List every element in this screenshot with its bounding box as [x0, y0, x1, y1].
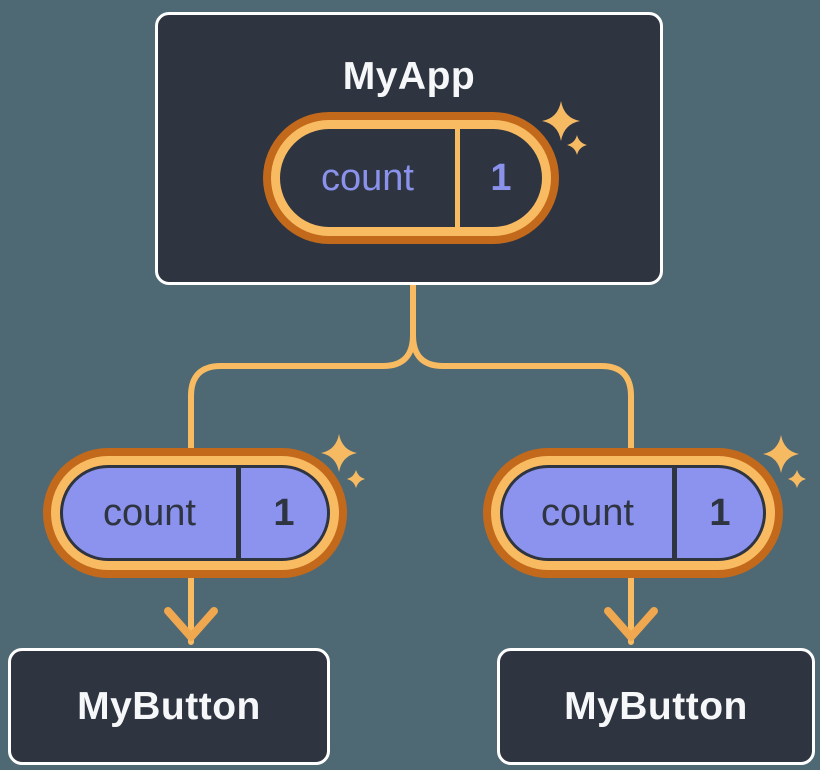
- sparkle-small-top-icon: [567, 135, 587, 155]
- prop-pill-left: count 1: [43, 448, 347, 578]
- prop-pill-left-core: count 1: [60, 465, 330, 561]
- state-value: 1: [490, 156, 512, 199]
- arrowhead-right-icon: [604, 607, 658, 641]
- connector-branch-left: [188, 332, 416, 645]
- prop-value-right: 1: [709, 491, 731, 534]
- component-box-mybutton-left: MyButton: [8, 648, 330, 765]
- component-title-myapp: MyApp: [342, 55, 476, 98]
- prop-pill-right-ring: count 1: [491, 456, 775, 570]
- prop-value-left: 1: [273, 491, 295, 534]
- prop-label-right: count: [541, 491, 634, 534]
- sparkle-large-left-icon: [321, 434, 357, 472]
- state-pill-ring: count 1: [271, 120, 551, 236]
- sparkle-large-right-icon: [763, 435, 799, 473]
- component-box-mybutton-right: MyButton: [497, 648, 815, 765]
- state-pill-myapp: count 1: [263, 112, 559, 244]
- prop-pill-right: count 1: [483, 448, 783, 578]
- prop-label-left: count: [103, 491, 196, 534]
- component-title-mybutton-right: MyButton: [564, 684, 748, 728]
- sparkle-large-top-icon: [542, 101, 580, 141]
- state-pill-core: count 1: [280, 129, 542, 227]
- sparkle-small-right-icon: [788, 470, 806, 488]
- prop-pill-left-divider: [236, 468, 241, 558]
- sparkle-small-left-icon: [347, 470, 365, 488]
- state-pill-divider: [455, 129, 460, 227]
- connector-branch-right: [410, 332, 634, 645]
- prop-pill-right-divider: [672, 468, 677, 558]
- state-label: count: [321, 156, 414, 199]
- arrowhead-left-icon: [164, 607, 218, 641]
- prop-pill-left-ring: count 1: [51, 456, 339, 570]
- prop-pill-right-core: count 1: [500, 465, 766, 561]
- component-title-mybutton-left: MyButton: [77, 684, 261, 728]
